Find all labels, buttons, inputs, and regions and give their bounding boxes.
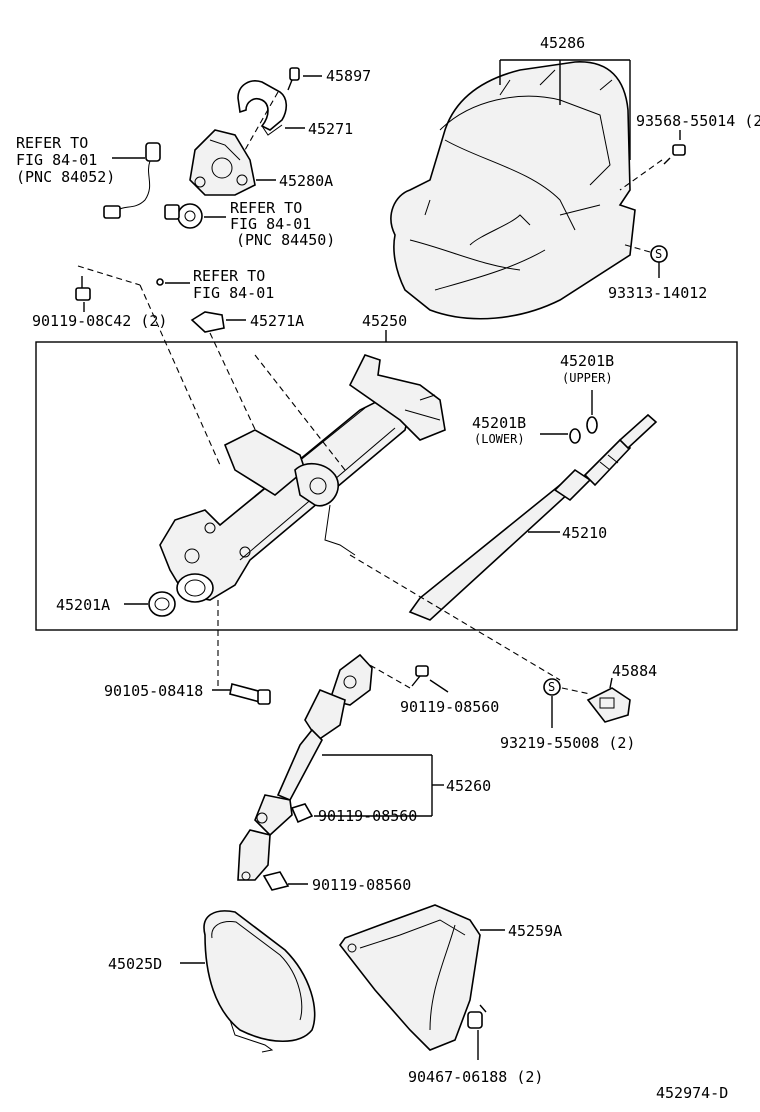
label-45201b-upper: 45201B xyxy=(560,352,614,370)
label-90119-08560-b: 90119-08560 xyxy=(318,807,417,825)
label-90119-08560-a: 90119-08560 xyxy=(400,698,499,716)
label-45286: 45286 xyxy=(540,34,585,52)
screw-93568-icon xyxy=(663,144,686,165)
label-refer2-line1: REFER TO xyxy=(230,199,302,217)
harness-connector-icon xyxy=(103,142,161,219)
label-refer2-line3: (PNC 84450) xyxy=(236,231,335,249)
steering-column-tube-45250 xyxy=(159,354,446,603)
bolt-90119-08c42-icon xyxy=(75,276,91,301)
label-90467-06188: 90467-06188 (2) xyxy=(408,1068,543,1086)
bolt-90105-icon xyxy=(229,683,271,705)
label-45259a: 45259A xyxy=(508,922,562,940)
label-90119-08c42: 90119-08C42 (2) xyxy=(32,312,167,330)
label-90119-08560-c: 90119-08560 xyxy=(312,876,411,894)
label-refer3-line1: REFER TO xyxy=(193,267,265,285)
label-refer1-line3: (PNC 84052) xyxy=(16,168,115,186)
ring-45201b-lower-icon xyxy=(569,428,581,444)
svg-text:S: S xyxy=(548,680,555,694)
label-45271a: 45271A xyxy=(250,312,304,330)
label-45210: 45210 xyxy=(562,524,607,542)
lock-cylinder-icon xyxy=(164,203,203,229)
bolt-90119-08560-b-icon xyxy=(290,803,314,824)
label-90105-08418: 90105-08418 xyxy=(104,682,203,700)
ring-45201b-upper-icon xyxy=(586,416,598,434)
label-45260: 45260 xyxy=(446,777,491,795)
column-cover-45286 xyxy=(390,61,636,320)
key-45884-icon xyxy=(586,687,631,723)
label-lower-note: (LOWER) xyxy=(474,432,525,446)
label-93219-55008: 93219-55008 (2) xyxy=(500,734,635,752)
label-refer1-line1: REFER TO xyxy=(16,134,88,152)
label-45201b-lower: 45201B xyxy=(472,414,526,432)
label-refer1-line2: FIG 84-01 xyxy=(16,151,97,169)
label-45201a: 45201A xyxy=(56,596,110,614)
label-upper-note: (UPPER) xyxy=(562,371,613,385)
clip-93219-icon: S xyxy=(543,678,561,696)
bolt-90119-08560-c-icon xyxy=(262,871,290,891)
label-45280a: 45280A xyxy=(279,172,333,190)
label-45271: 45271 xyxy=(308,120,353,138)
label-refer2-line2: FIG 84-01 xyxy=(230,215,311,233)
svg-text:S: S xyxy=(655,247,662,261)
cover-45259a xyxy=(339,904,481,1051)
bracket-45271 xyxy=(237,80,288,136)
bolt-45897-icon xyxy=(287,67,300,91)
switch-45280a xyxy=(189,129,256,196)
label-45884: 45884 xyxy=(612,662,657,680)
label-45897: 45897 xyxy=(326,67,371,85)
hole-cover-45025d xyxy=(203,910,316,1053)
small-screw-icon xyxy=(156,278,164,286)
label-45250: 45250 xyxy=(362,312,407,330)
bolt-90119-08560-a-icon xyxy=(411,665,429,687)
label-45025d: 45025D xyxy=(108,955,162,973)
main-shaft-45210 xyxy=(408,413,658,621)
bushing-45201a-icon xyxy=(148,591,176,617)
label-93568-55014: 93568-55014 (2 xyxy=(636,112,760,130)
clip-93313-icon: S xyxy=(650,245,668,263)
bolt-90467-icon xyxy=(467,1004,487,1029)
label-93313-14012: 93313-14012 xyxy=(608,284,707,302)
figure-id: 452974-D xyxy=(656,1084,728,1102)
intermediate-shaft-45260 xyxy=(237,653,373,881)
label-refer3-line2: FIG 84-01 xyxy=(193,284,274,302)
cap-45271a-icon xyxy=(190,311,225,333)
